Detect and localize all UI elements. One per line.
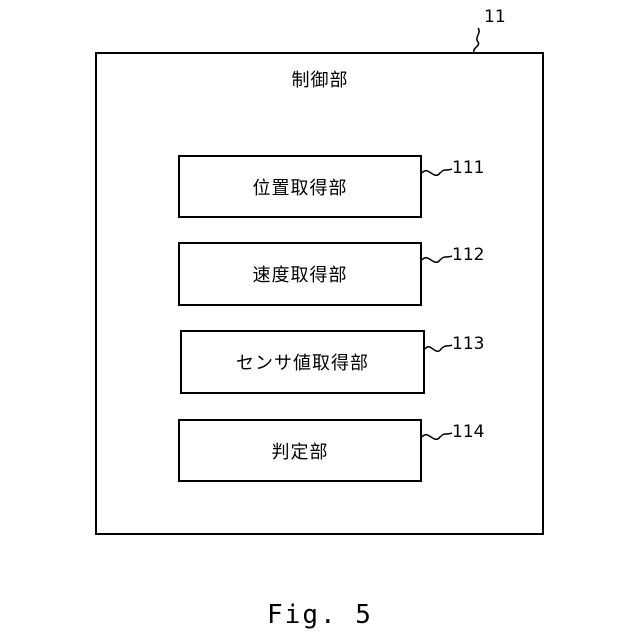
speed-acquisition-block: 速度取得部 bbox=[178, 242, 422, 306]
ref-numeral-11: 11 bbox=[484, 9, 506, 26]
control-unit-label: 制御部 bbox=[0, 66, 640, 92]
figure-caption: Fig. 5 bbox=[0, 600, 640, 630]
ref-numeral-112: 112 bbox=[452, 247, 484, 264]
sensor-value-acquisition-block: センサ値取得部 bbox=[180, 330, 425, 394]
determination-block: 判定部 bbox=[178, 419, 422, 482]
ref-numeral-111: 111 bbox=[452, 160, 484, 177]
ref-numeral-114: 114 bbox=[452, 424, 484, 441]
position-acquisition-block: 位置取得部 bbox=[178, 155, 422, 218]
leader-line-11 bbox=[474, 28, 479, 52]
ref-numeral-113: 113 bbox=[452, 336, 484, 353]
